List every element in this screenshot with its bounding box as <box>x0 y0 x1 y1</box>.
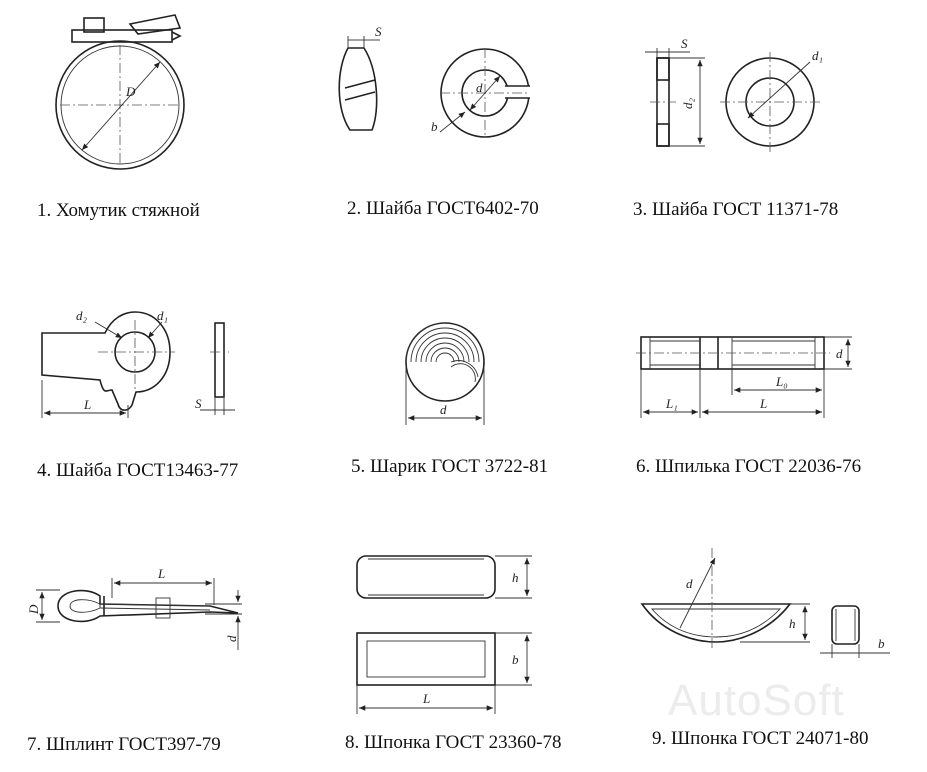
dim-label-L0-6: L₀ <box>775 374 788 389</box>
dim-label-L1-6: L₁ <box>665 396 678 411</box>
drawing-tab-washer: d₂ d₁ L S <box>41 308 235 418</box>
drawing-clamp: D <box>55 14 185 170</box>
watermark-text: AutoSoft <box>668 676 845 725</box>
caption-item-4: 4. Шайба ГОСТ13463-77 <box>37 460 239 481</box>
dim-label-s-4: S <box>195 396 202 411</box>
dim-label-d1-3: d₁ <box>812 48 823 63</box>
caption-item-6: 6. Шпилька ГОСТ 22036-76 <box>636 456 862 477</box>
dim-label-L-8: L <box>422 691 430 706</box>
dim-label-d-7: d <box>224 635 239 642</box>
dim-label-L-4: L <box>83 397 91 412</box>
drawing-stud: d L₀ L₁ L <box>636 336 852 418</box>
dim-label-D: D <box>125 84 136 99</box>
dim-label-L-7: L <box>157 566 165 581</box>
caption-item-7: 7. Шплинт ГОСТ397-79 <box>27 734 221 755</box>
drawing-cotter-pin: L D d <box>26 566 242 650</box>
dim-label-d1-4: d₁ <box>157 308 168 323</box>
dim-label-s-2: S <box>375 24 382 39</box>
dim-label-d-5: d <box>440 402 447 417</box>
dim-label-b-9: b <box>878 636 885 651</box>
drawing-flat-washer: S d₂ d₁ <box>645 36 823 152</box>
dim-label-h-9: h <box>789 616 796 631</box>
dim-label-b-2: b <box>431 119 438 134</box>
dim-label-s-3: S <box>681 36 688 51</box>
dim-label-d-9: d <box>686 576 693 591</box>
dim-label-D-7: D <box>26 604 41 615</box>
dim-label-d2-4: d₂ <box>76 308 88 323</box>
drawing-ball: d <box>405 322 485 425</box>
dim-label-d-2: d <box>476 80 483 95</box>
dim-label-d-6: d <box>836 346 843 361</box>
dim-label-h-8: h <box>512 570 519 585</box>
caption-item-9: 9. Шпонка ГОСТ 24071-80 <box>652 728 869 749</box>
drawing-prismatic-key: h b L <box>356 555 532 714</box>
caption-item-8: 8. Шпонка ГОСТ 23360-78 <box>345 732 562 753</box>
dim-label-d2-3: d₂ <box>680 98 695 110</box>
caption-item-2: 2. Шайба ГОСТ6402-70 <box>347 198 539 219</box>
drawing-segment-key: d h b <box>640 548 890 658</box>
caption-item-1: 1. Хомутик стяжной <box>37 200 200 221</box>
dim-label-b-8: b <box>512 652 519 667</box>
dim-label-L-6: L <box>759 396 767 411</box>
drawing-spring-washer: S d b <box>338 24 535 138</box>
caption-item-5: 5. Шарик ГОСТ 3722-81 <box>351 456 549 477</box>
caption-item-3: 3. Шайба ГОСТ 11371-78 <box>633 199 839 220</box>
